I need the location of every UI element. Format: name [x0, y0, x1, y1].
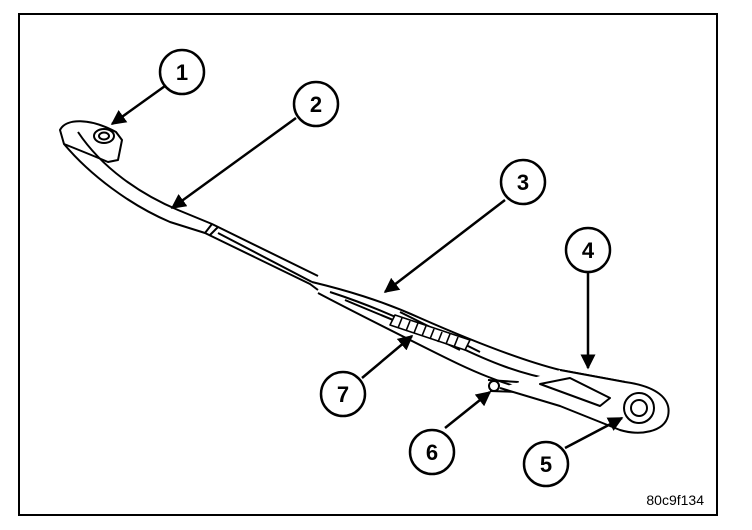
callout-number-5: 5 [540, 452, 552, 477]
leader-line-6 [444, 391, 492, 429]
spring-coil [389, 314, 471, 351]
callout-number-7: 7 [337, 382, 349, 407]
callout-number-3: 3 [517, 170, 529, 195]
leader-line-5 [564, 416, 624, 450]
head-hole [623, 392, 655, 424]
callout-4: 4 [564, 226, 612, 274]
callout-number-6: 6 [426, 440, 438, 465]
callout-number-4: 4 [582, 238, 595, 263]
callout-7: 7 [319, 370, 367, 418]
arm-shank [63, 131, 319, 291]
callout-2: 2 [292, 80, 340, 128]
leader-line-3 [383, 199, 506, 293]
figure-id-code: 80c9f134 [646, 492, 704, 508]
callout-3: 3 [499, 158, 547, 206]
callout-number-1: 1 [176, 60, 188, 85]
leader-line-2 [170, 116, 297, 210]
callout-circles: 1 2 3 4 5 6 7 [158, 48, 612, 488]
leader-line-1 [110, 84, 166, 126]
leader-line-7 [361, 335, 414, 379]
callout-1: 1 [158, 48, 206, 96]
callout-5: 5 [522, 440, 570, 488]
pivot-end [59, 120, 123, 163]
wiper-arm [59, 120, 670, 434]
callout-number-2: 2 [310, 92, 322, 117]
callouts [110, 84, 624, 450]
callout-6: 6 [408, 428, 456, 476]
